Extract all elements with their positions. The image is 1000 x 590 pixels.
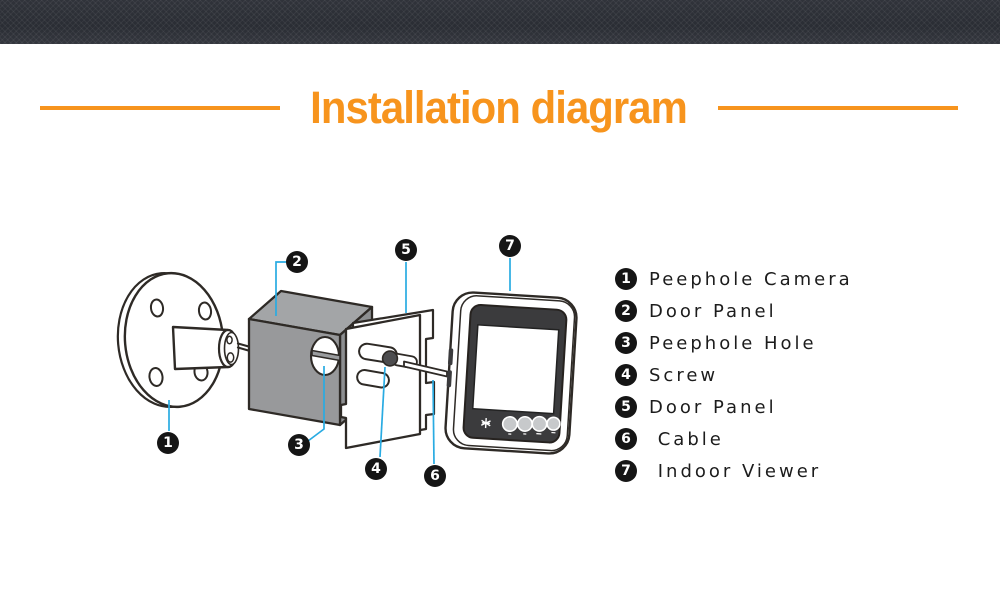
legend-label-4: Screw xyxy=(649,364,719,386)
leader-line-2 xyxy=(275,261,286,316)
callout-3: 3 xyxy=(288,434,310,456)
camera-tube-in-hole xyxy=(311,349,341,362)
legend-label-3: Peephole Hole xyxy=(649,332,817,354)
leader-lines xyxy=(168,258,511,465)
viewer-side-slot xyxy=(446,370,452,388)
viewer-button xyxy=(516,415,533,432)
viewer-button xyxy=(501,416,518,433)
title-rule-left xyxy=(40,106,281,110)
legend-badge-1: 1 xyxy=(615,268,637,290)
legend-label-6: Cable xyxy=(649,428,724,450)
legend-badge-6: 6 xyxy=(615,428,637,450)
door-panel-indoor-front xyxy=(339,313,422,450)
legend-label-7: Indoor Viewer xyxy=(649,460,822,482)
peephole-camera xyxy=(116,271,256,409)
viewer-side-slot xyxy=(447,348,454,366)
legend-label-5: Door Panel xyxy=(649,396,777,418)
legend-badge-5: 5 xyxy=(615,396,637,418)
leader-line-4 xyxy=(379,366,386,458)
button-glyph-marks xyxy=(508,431,556,435)
callout-1: 1 xyxy=(157,432,179,454)
page-title: Installation diagram xyxy=(310,82,689,133)
viewer-button xyxy=(531,415,548,432)
screw-head xyxy=(381,350,399,367)
title-rule-right xyxy=(717,106,958,110)
title-row: Installation diagram xyxy=(40,82,958,134)
camera-screw-socket xyxy=(226,352,235,363)
keyhole-slot-lower xyxy=(356,368,390,389)
indoor-viewer xyxy=(444,291,578,455)
leader-line-3 xyxy=(307,366,325,442)
camera-lens xyxy=(226,335,233,345)
legend-item-screw: 4 Screw xyxy=(615,359,853,391)
legend: 1 Peephole Camera 2 Door Panel 3 Peephol… xyxy=(615,263,853,487)
leader-line-6 xyxy=(432,379,435,465)
legend-item-door-panel: 2 Door Panel xyxy=(615,295,853,327)
legend-item-cable: 6 Cable xyxy=(615,423,853,455)
legend-label-2: Door Panel xyxy=(649,300,777,322)
callout-2: 2 xyxy=(286,251,308,273)
viewer-button xyxy=(546,416,561,431)
header-texture-band xyxy=(0,0,1000,44)
legend-badge-7: 7 xyxy=(615,460,637,482)
legend-badge-3: 3 xyxy=(615,332,637,354)
flange-hole xyxy=(149,298,165,318)
legend-item-door-panel-2: 5 Door Panel xyxy=(615,391,853,423)
callout-7: 7 xyxy=(499,235,521,257)
legend-label-1: Peephole Camera xyxy=(649,268,853,290)
cable xyxy=(403,360,448,378)
legend-item-peephole-hole: 3 Peephole Hole xyxy=(615,327,853,359)
legend-badge-4: 4 xyxy=(615,364,637,386)
viewer-screen xyxy=(471,324,560,415)
flange-hole xyxy=(148,367,164,387)
legend-badge-2: 2 xyxy=(615,300,637,322)
callout-4: 4 xyxy=(365,458,387,480)
callout-5: 5 xyxy=(395,239,417,261)
legend-item-indoor-viewer: 7 Indoor Viewer xyxy=(615,455,853,487)
callout-6: 6 xyxy=(424,465,446,487)
snowflake-icon xyxy=(480,418,491,429)
legend-item-peephole-camera: 1 Peephole Camera xyxy=(615,263,853,295)
flange-hole xyxy=(197,301,213,321)
